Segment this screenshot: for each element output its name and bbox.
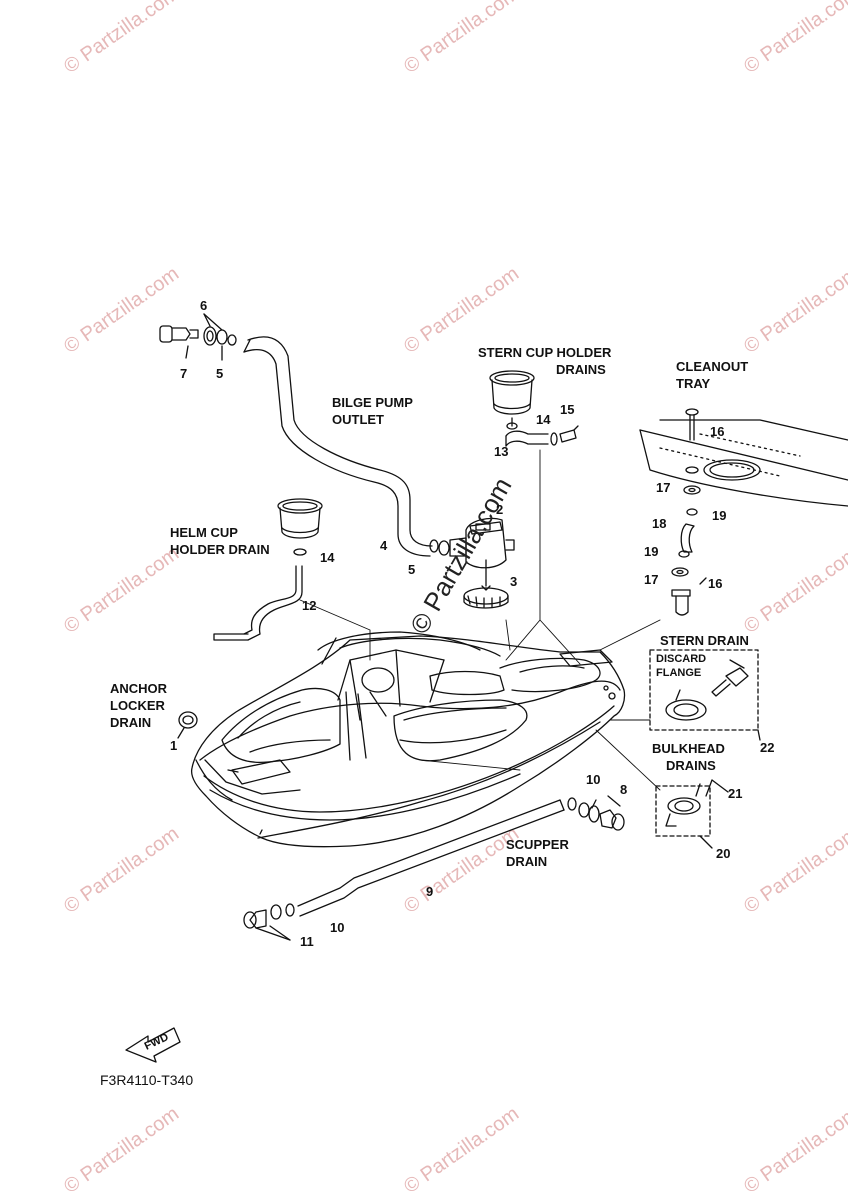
label-anchor-locker-drain: ANCHOR LOCKER DRAIN (110, 681, 168, 730)
callout-20: 20 (716, 846, 731, 861)
callout-10: 10 (330, 920, 345, 935)
callout-4: 4 (380, 538, 388, 553)
callout-1: 1 (170, 738, 178, 753)
fwd-arrow (125, 1027, 181, 1063)
label-bulkhead-drains: BULKHEAD DRAINS (652, 741, 725, 773)
label-stern-drain: STERN DRAIN (660, 633, 749, 648)
callout-17: 17 (644, 572, 659, 587)
callout-13: 13 (494, 444, 509, 459)
callout-10: 10 (586, 772, 601, 787)
bilge-pump (429, 517, 515, 609)
helm-cup-holder (213, 498, 323, 641)
cleanout-drain-parts (671, 408, 707, 616)
scupper-drain (243, 795, 625, 941)
callout-19: 19 (644, 544, 659, 559)
callout-11: 11 (300, 934, 314, 949)
label-bilge-pump-outlet: BILGE PUMP OUTLET (332, 395, 413, 427)
callout-3: 3 (510, 574, 518, 589)
callout-2: 2 (496, 502, 504, 517)
callout-15: 15 (560, 402, 575, 417)
callout-5: 5 (216, 366, 224, 381)
callout-12: 12 (302, 598, 317, 613)
callout-7: 7 (180, 366, 188, 381)
callout-14: 14 (536, 412, 551, 427)
bulkhead-drain-box (655, 779, 729, 849)
callout-22: 22 (760, 740, 775, 755)
callout-16: 16 (708, 576, 723, 591)
label-scupper-drain: SCUPPER DRAIN (506, 837, 569, 869)
leader-lines (299, 449, 661, 791)
bilge-outlet-fittings (159, 313, 237, 361)
callout-8: 8 (620, 782, 628, 797)
anchor-locker-drain-fitting (177, 711, 198, 739)
label-cleanout-tray: CLEANOUT TRAY (676, 359, 749, 391)
cleanout-tray (639, 419, 848, 507)
boat-hull (190, 631, 626, 848)
callout-16: 16 (710, 424, 725, 439)
callout-19: 19 (712, 508, 727, 523)
callout-18: 18 (652, 516, 667, 531)
callout-9: 9 (426, 884, 434, 899)
callout-14: 14 (320, 550, 335, 565)
callout-21: 21 (728, 786, 743, 801)
label-stern-cup-holder-drains: STERN CUP HOLDER DRAINS (478, 345, 612, 377)
callout-17: 17 (656, 480, 671, 495)
drawing-code: F3R4110-T340 (100, 1072, 194, 1088)
bilge-outlet-hose (243, 336, 433, 557)
stern-drain-box (649, 649, 761, 741)
callout-5: 5 (408, 562, 416, 577)
callout-6: 6 (200, 298, 208, 313)
stern-cup-holder (489, 370, 579, 447)
label-helm-cup-holder-drain: HELM CUP HOLDER DRAIN (170, 525, 270, 557)
label-discard-flange: DISCARD FLANGE (656, 653, 707, 679)
